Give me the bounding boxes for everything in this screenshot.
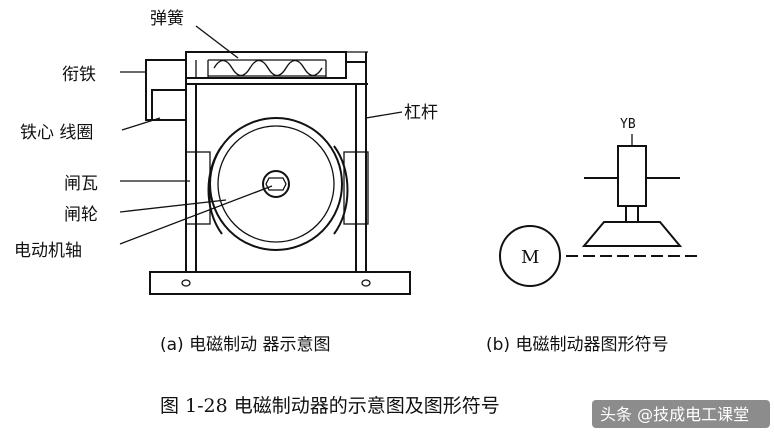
label-armature: 衔铁 bbox=[62, 65, 96, 85]
brake-symbol bbox=[499, 134, 700, 287]
watermark-backdrop bbox=[592, 400, 770, 428]
iron-core-coil bbox=[151, 89, 187, 121]
left-shoe-block bbox=[185, 151, 211, 225]
label-motor: M bbox=[521, 247, 539, 268]
armature bbox=[145, 59, 186, 121]
label-core-coil: 铁心 线圈 bbox=[20, 123, 93, 143]
right-brake-shoe bbox=[333, 145, 349, 235]
watermark: 头条 @技成电工课堂 bbox=[600, 405, 749, 424]
motor-symbol bbox=[499, 225, 561, 287]
brake-schematic bbox=[119, 25, 411, 295]
label-motor-shaft: 电动机轴 bbox=[14, 241, 82, 261]
brake-pad bbox=[581, 221, 683, 247]
caption-main: 图 1-28 电磁制动器的示意图及图形符号 bbox=[160, 395, 500, 417]
label-brake-wheel: 闸轮 bbox=[64, 205, 98, 225]
right-shoe-block bbox=[343, 151, 369, 225]
label-spring: 弹簧 bbox=[150, 9, 184, 29]
motor-shaft bbox=[262, 170, 290, 198]
label-yb: YB bbox=[620, 117, 636, 132]
base-plate bbox=[149, 271, 411, 295]
solenoid-box bbox=[617, 145, 647, 207]
caption-b: (b) 电磁制动器图形符号 bbox=[486, 335, 668, 355]
brake-wheel bbox=[209, 117, 343, 251]
spring-coil bbox=[213, 59, 323, 77]
label-lever: 杠杆 bbox=[404, 103, 438, 123]
label-brake-shoe: 闸瓦 bbox=[64, 174, 98, 194]
plunger bbox=[625, 205, 639, 223]
caption-a: (a) 电磁制动 器示意图 bbox=[160, 335, 331, 355]
